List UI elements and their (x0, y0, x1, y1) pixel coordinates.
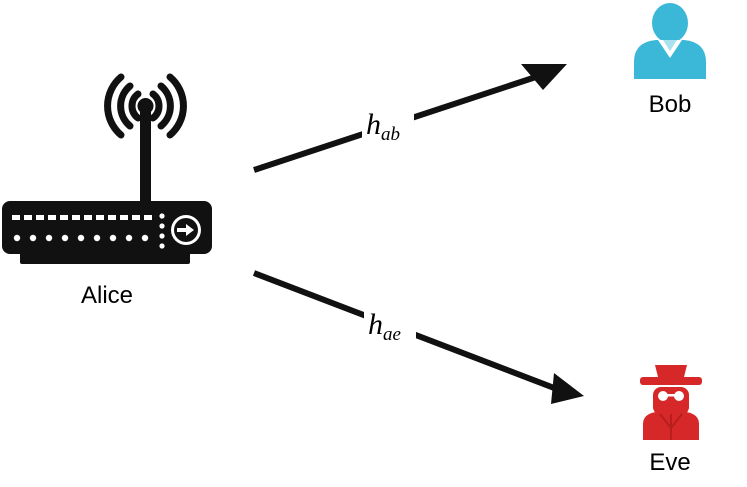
wifi-router-icon (2, 73, 212, 264)
channel-label-bg (364, 309, 416, 345)
spy-icon (640, 365, 702, 440)
user-icon (634, 3, 706, 79)
signal-waves-icon (104, 73, 187, 139)
channel-label-hab: hab (366, 108, 400, 145)
alice-label: Alice (81, 282, 133, 309)
channel-label-bg (362, 108, 414, 142)
eve-label: Eve (649, 449, 690, 476)
channel-label-hae: hae (368, 308, 401, 345)
arrow-alice-to-eve (252, 270, 584, 404)
bob-label: Bob (649, 91, 692, 118)
